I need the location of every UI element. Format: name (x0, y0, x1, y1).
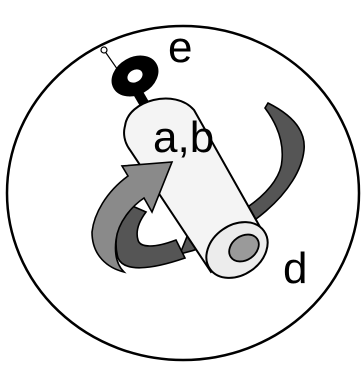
wire-loop (101, 47, 107, 53)
label-d: d (283, 244, 307, 293)
label-ab: a,b (153, 113, 214, 162)
label-e: e (168, 23, 192, 72)
